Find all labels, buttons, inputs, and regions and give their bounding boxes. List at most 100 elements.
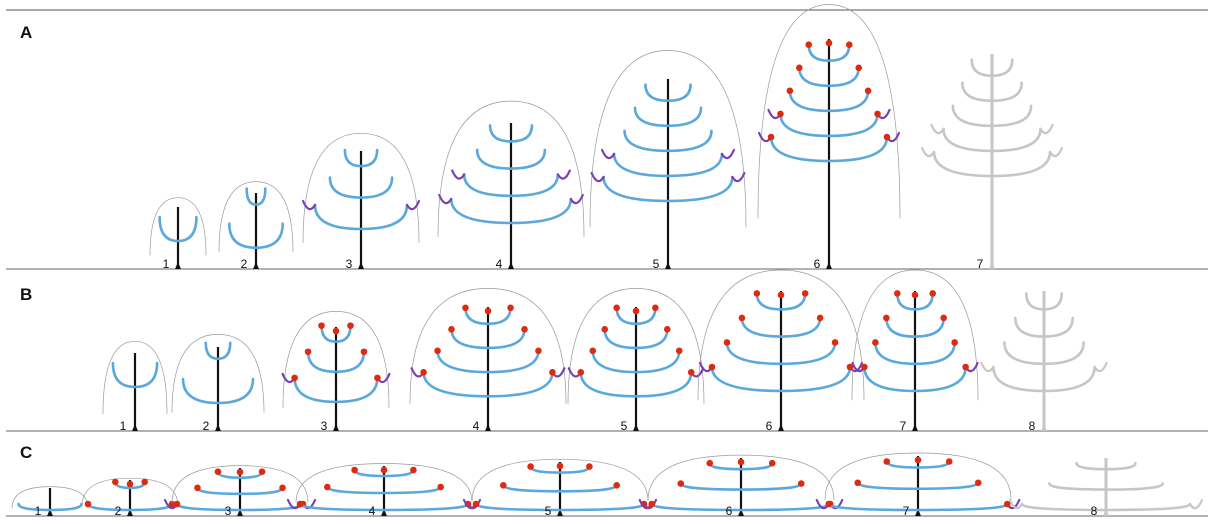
p1-stage-6-branch-1 (807, 43, 851, 63)
p2-stage-6-fruit-2-right (816, 314, 824, 322)
p3-stage-5-fruit-2-left (500, 482, 507, 489)
p3-stage-2-stem-base (127, 509, 133, 516)
p3-stage-6-stem-base (738, 509, 744, 516)
p1-stage-6-label: 6 (814, 257, 821, 271)
p1-stage-2-stem-base (253, 262, 259, 269)
p1-stage-4-stem-base (508, 262, 514, 269)
p2-stage-2: 2 (171, 334, 265, 433)
p3-stage-6-fruit-2-left (677, 480, 685, 487)
p3-stage-4-label: 4 (369, 504, 376, 518)
p3-stage-7-fruit-3-right (1003, 500, 1011, 508)
p3-stage-4-fruit-2-right (437, 483, 445, 491)
p2-stage-8-branch-1 (1024, 292, 1064, 311)
p3-stage-7-branch-2 (856, 481, 980, 491)
p2-stage-6-fruit-apex (777, 291, 785, 299)
p1-stage-5-label: 5 (653, 257, 660, 271)
p3-stage-5-label: 5 (545, 504, 552, 518)
p3-stage-2-label: 2 (115, 504, 122, 518)
p3-stage-3-fruit-2-right (279, 484, 286, 492)
p1-stage-6-fruit-5-right (883, 133, 891, 141)
p3-stage-5-branch-1 (529, 465, 591, 474)
p1-stage-4-branch-4 (449, 197, 573, 225)
p2-stage-5-fruit-4-left (577, 368, 585, 376)
p2-stage-7-stem-base (912, 424, 918, 431)
p2-stage-3-fruit-1-right (347, 322, 354, 329)
p2-stage-4-fruit-2-right (521, 325, 528, 333)
p1-stage-5-lateral-5-right (731, 171, 746, 183)
p2-stage-1-stem-base (132, 424, 138, 431)
p1-stage-3-lateral-3-left (301, 199, 317, 211)
p1-stage-7-branch-4 (942, 127, 1042, 153)
p1-stage-4-lateral-3-left (451, 169, 466, 180)
p2-stage-1-branch-1 (111, 361, 159, 389)
p2-stage-6-envelope (697, 269, 865, 401)
p2-stage-4-fruit-4-right (549, 368, 556, 376)
p3-stage-6-fruit-3-left (648, 500, 656, 508)
p1-stage-4-lateral-3-right (556, 169, 571, 180)
p2-stage-3-fruit-3-left (291, 374, 298, 382)
p3-stage-4-branch-3 (298, 502, 470, 512)
p2-stage-6-branch-2 (740, 316, 822, 338)
p3-stage-5-branch-2 (502, 484, 618, 493)
p1-stage-7-lateral-4-right (1039, 123, 1054, 135)
p2-stage-5-branch-1 (615, 306, 657, 326)
p3-stage-8-stem-base (1103, 509, 1109, 516)
p3-stage-2-fruit-2-right (168, 500, 176, 508)
p2-stage-3-fruit-apex (332, 327, 340, 335)
p2-stage-3-branch-1 (320, 324, 352, 343)
p3-stage-8-branch-1 (1075, 461, 1137, 471)
p1-stage-7-stem-base (989, 262, 995, 269)
p2-stage-7-fruit-1-left (893, 290, 901, 297)
p3-stage-3-branch-1 (216, 470, 264, 480)
p2-stage-8-branch-4 (992, 365, 1096, 393)
p1-stage-6-branch-4 (779, 112, 879, 138)
p1-stage-4-label: 4 (496, 257, 503, 271)
p2-stage-3-branch-2 (306, 350, 366, 374)
p3-stage-4-stem-base (381, 509, 387, 516)
p3-stage-6: 6 (638, 454, 844, 518)
p1-stage-6-branch-2 (797, 66, 861, 88)
p3-stage-1: 1 (11, 486, 89, 518)
p1-stage-6-stem-base (826, 262, 832, 269)
p1-stage-6-fruit-4-left (777, 110, 784, 118)
p3-stage-6-envelope (647, 454, 835, 501)
p2-stage-8-branch-2 (1014, 316, 1074, 338)
p3-stage-2-fruit-1-right (141, 478, 148, 486)
p2-stage-4-branch-4 (422, 370, 554, 398)
p1-stage-2: 2 (218, 181, 294, 271)
p2-stage-8: 8 (980, 291, 1108, 433)
p2-stage-3-fruit-2-left (304, 348, 312, 356)
p2-stage-3-fruit-2-right (360, 348, 368, 356)
p2-stage-4-branch-1 (464, 306, 512, 326)
p3-stage-2-fruit-2-left (84, 500, 92, 508)
p2-stage-4-label: 4 (473, 419, 480, 433)
p3-stage-8-branch-3 (1020, 502, 1192, 512)
p1-stage-6-fruit-4-right (874, 110, 881, 118)
p3-stage-3: 3 (163, 465, 317, 518)
p3-stage-7: 7 (815, 452, 1021, 518)
p2-stage-5-fruit-3-left (589, 347, 597, 355)
p1-stage-3-stem-base (358, 262, 364, 269)
p3-stage-1-envelope (11, 486, 89, 509)
p2-stage-5-fruit-2-left (601, 325, 609, 333)
p2-stage-8-label: 8 (1029, 419, 1036, 433)
p3-stage-4-fruit-1-right (410, 466, 417, 474)
p1-stage-5-envelope (589, 50, 747, 228)
p1-stage-6-fruit-1-right (845, 41, 853, 48)
p3-stage-5-fruit-apex (556, 462, 564, 470)
p2-stage-8-lateral-4-left (980, 361, 995, 373)
p3-stage-4-envelope (295, 463, 473, 503)
p2-stage-5-fruit-4-right (687, 368, 695, 376)
p1-stage-3-envelope (302, 132, 420, 244)
p3-stage-8-label: 8 (1091, 504, 1098, 518)
p2-stage-7-fruit-apex (911, 291, 919, 299)
p1-stage-1-envelope (149, 197, 207, 256)
p2-stage-6-stem-base (778, 424, 784, 431)
p3-stage-8: 8 (1008, 458, 1204, 518)
p2-stage-7-fruit-2-left (883, 314, 890, 322)
p3-stage-7-branch-3 (827, 502, 1009, 512)
p2-stage-6-fruit-2-left (738, 314, 746, 322)
p2-stage-3-fruit-1-left (318, 322, 325, 329)
